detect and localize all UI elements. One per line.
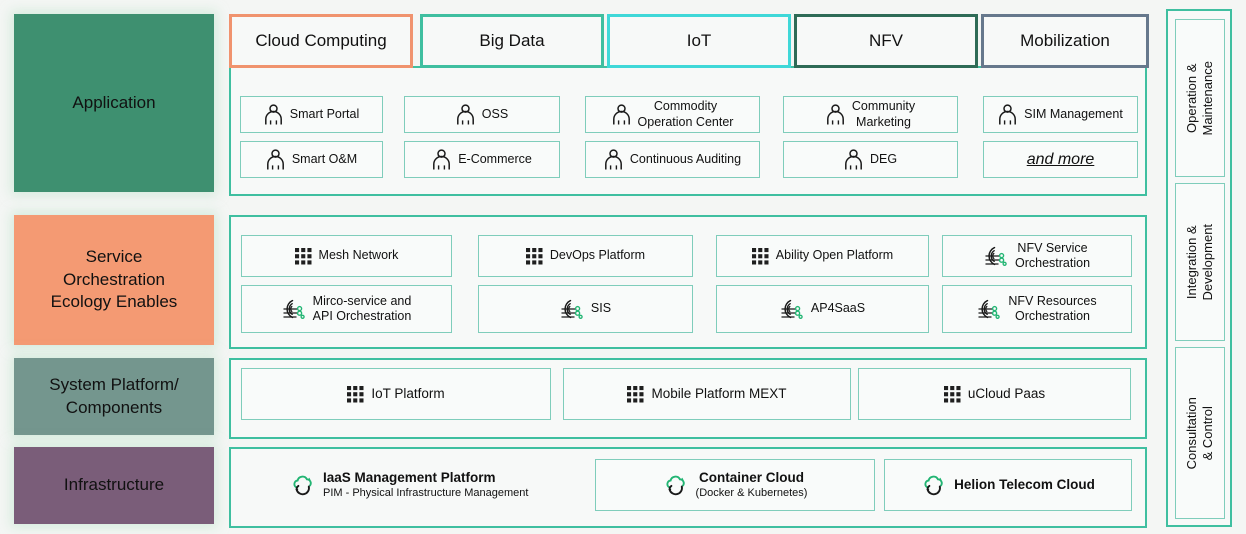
item-sis[interactable]: SIS: [478, 285, 693, 333]
item-label: IaaS Management Platform: [323, 470, 496, 486]
category-tag-label: NFV: [869, 31, 903, 50]
item-iot-platform[interactable]: IoT Platform: [241, 368, 551, 420]
layer-label-infrastructure: Infrastructure: [14, 447, 214, 524]
item-label: Mesh Network: [318, 248, 399, 263]
layer-label-system-platform: System Platform/ Components: [14, 358, 214, 435]
item-container-cloud[interactable]: Container Cloud(Docker & Kubernetes): [595, 459, 875, 511]
item-label: IoT Platform: [371, 385, 445, 401]
item-helion-telecom-cloud[interactable]: Helion Telecom Cloud: [884, 459, 1132, 511]
sidebar-item-consultation-control-label: Consultation & Control: [1183, 396, 1215, 470]
item-label: AP4SaaS: [810, 301, 866, 316]
person-icon: [266, 148, 284, 169]
item-label: Mirco-service and API Orchestration: [312, 293, 412, 323]
dots-grid-icon: [347, 385, 364, 402]
cloud-icon: [665, 475, 685, 496]
item-oss[interactable]: OSS: [404, 96, 560, 133]
item-label: Continuous Auditing: [629, 151, 742, 166]
layer-label-system-platform-text: System Platform/ Components: [49, 375, 179, 417]
lifecycle-sidebar: Operation & Maintenance Integration & De…: [1166, 9, 1232, 527]
item-label: DEG: [869, 151, 898, 166]
swoosh-icon: [781, 299, 803, 319]
person-icon: [999, 103, 1017, 124]
person-icon: [604, 148, 622, 169]
category-tag-cloud-computing[interactable]: Cloud Computing: [229, 14, 413, 68]
cloud-icon: [293, 475, 312, 496]
item-label: Container Cloud: [698, 470, 804, 486]
item-label: Smart Portal: [289, 106, 360, 121]
swoosh-icon: [561, 299, 583, 319]
item-label: Commodity Operation Center: [637, 99, 734, 129]
item-deg[interactable]: DEG: [783, 141, 958, 178]
item-ucloud-paas[interactable]: uCloud Paas: [858, 368, 1131, 420]
layer-label-service-orchestration: Service Orchestration Ecology Enables: [14, 215, 214, 345]
sidebar-item-integration-development-label: Integration & Development: [1183, 223, 1216, 301]
layer-label-application: Application: [14, 14, 214, 192]
category-tag-mobilization[interactable]: Mobilization: [981, 14, 1149, 68]
item-label: Helion Telecom Cloud: [954, 476, 1095, 492]
sidebar-item-operation-maintenance[interactable]: Operation & Maintenance: [1175, 19, 1225, 177]
item-nfv-service-orchestration[interactable]: NFV Service Orchestration: [942, 235, 1132, 277]
sidebar-item-integration-development[interactable]: Integration & Development: [1175, 183, 1225, 341]
dots-grid-icon: [627, 385, 644, 402]
layer-label-application-text: Application: [72, 92, 156, 112]
person-icon: [433, 148, 451, 169]
item-devops-platform[interactable]: DevOps Platform: [478, 235, 693, 277]
cloud-icon: [924, 475, 943, 496]
swoosh-icon: [985, 246, 1007, 266]
item-commodity-operation-center[interactable]: Commodity Operation Center: [585, 96, 760, 133]
item-label: OSS: [481, 106, 509, 121]
category-tag-label: Mobilization: [1020, 31, 1110, 50]
category-tag-label: IoT: [686, 31, 712, 50]
category-tag-label: Cloud Computing: [255, 31, 387, 50]
sidebar-item-operation-maintenance-label: Operation & Maintenance: [1183, 60, 1216, 136]
person-icon: [264, 103, 282, 124]
item-label: SIS: [590, 301, 612, 316]
item-and-more[interactable]: and more: [983, 141, 1138, 178]
item-ap4saas[interactable]: AP4SaaS: [716, 285, 929, 333]
item-e-commerce[interactable]: E-Commerce: [404, 141, 560, 178]
item-sim-management[interactable]: SIM Management: [983, 96, 1138, 133]
item-continuous-auditing[interactable]: Continuous Auditing: [585, 141, 760, 178]
item-label: Ability Open Platform: [775, 248, 894, 263]
layer-label-infrastructure-text: Infrastructure: [63, 475, 165, 495]
item-smart-portal[interactable]: Smart Portal: [240, 96, 383, 133]
item-community-marketing[interactable]: Community Marketing: [783, 96, 958, 133]
person-icon: [826, 103, 844, 124]
item-label: Community Marketing: [851, 99, 916, 129]
dots-grid-icon: [943, 385, 961, 402]
dots-grid-icon: [751, 247, 769, 264]
category-tag-label: Big Data: [479, 31, 545, 50]
item-label: NFV Resources Orchestration: [1008, 293, 1097, 323]
item-sublabel: PIM - Physical Infrastructure Management: [323, 486, 529, 499]
layer-label-service-orchestration-text: Service Orchestration Ecology Enables: [50, 247, 178, 312]
item-label: SIM Management: [1024, 106, 1123, 121]
item-label: and more: [1026, 150, 1095, 168]
item-label: uCloud Paas: [967, 385, 1046, 401]
item-mirco-service-and-api-orchestration[interactable]: Mirco-service and API Orchestration: [241, 285, 452, 333]
item-nfv-resources-orchestration[interactable]: NFV Resources Orchestration: [942, 285, 1132, 333]
sidebar-item-consultation-control[interactable]: Consultation & Control: [1175, 347, 1225, 519]
item-mobile-platform-mext[interactable]: Mobile Platform MEXT: [563, 368, 851, 420]
category-tag-iot[interactable]: IoT: [607, 14, 791, 68]
swoosh-icon: [978, 299, 1001, 319]
dots-grid-icon: [525, 247, 543, 264]
category-tag-big-data[interactable]: Big Data: [420, 14, 604, 68]
person-icon: [456, 103, 474, 124]
item-label: NFV Service Orchestration: [1014, 240, 1091, 270]
item-smart-o-m[interactable]: Smart O&M: [240, 141, 383, 178]
person-icon: [845, 148, 862, 169]
item-ability-open-platform[interactable]: Ability Open Platform: [716, 235, 929, 277]
swoosh-icon: [283, 299, 305, 319]
item-label: Smart O&M: [291, 151, 358, 166]
item-label: Mobile Platform MEXT: [651, 385, 787, 401]
item-sublabel: (Docker & Kubernetes): [695, 486, 808, 499]
item-label: DevOps Platform: [549, 248, 646, 263]
item-label: E-Commerce: [458, 151, 532, 166]
person-icon: [612, 103, 630, 124]
category-tag-nfv[interactable]: NFV: [794, 14, 978, 68]
dots-grid-icon: [294, 247, 312, 264]
item-mesh-network[interactable]: Mesh Network: [241, 235, 452, 277]
